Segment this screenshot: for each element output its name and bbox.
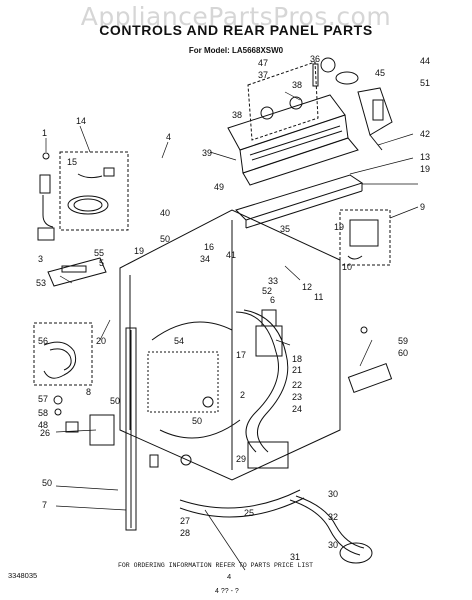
callout-label: 16 xyxy=(204,242,214,252)
callout-label: 27 xyxy=(180,516,190,526)
callout-label: 40 xyxy=(160,208,170,218)
water-valve xyxy=(247,309,289,469)
callout-label: 38 xyxy=(292,80,302,90)
callout-label: 30 xyxy=(328,540,338,550)
fill-hose-box xyxy=(33,322,93,386)
callout-label: 42 xyxy=(420,129,430,139)
callout-label: 36 xyxy=(310,54,320,64)
callout-label: 1 xyxy=(42,128,47,138)
callout-label: 31 xyxy=(290,552,300,562)
callout-label: 33 xyxy=(268,276,278,286)
callout-label: 29 xyxy=(236,454,246,464)
callout-label: 26 xyxy=(40,428,50,438)
switch-bracket xyxy=(357,87,393,151)
callout-label: 19 xyxy=(134,246,144,256)
callout-label: 4 xyxy=(166,132,171,142)
callout-label: 12 xyxy=(302,282,312,292)
rear-panel xyxy=(119,209,341,481)
leader-lines xyxy=(45,91,419,571)
callout-label: 28 xyxy=(180,528,190,538)
callout-label: 21 xyxy=(292,365,302,375)
misc-parts xyxy=(53,326,393,446)
callout-label: 58 xyxy=(38,408,48,418)
callout-label: 48 xyxy=(38,420,48,430)
callout-label: 19 xyxy=(334,222,344,232)
callout-label: 41 xyxy=(226,250,236,260)
side-strap xyxy=(125,327,137,531)
callout-label: 35 xyxy=(280,224,290,234)
callout-label: 50 xyxy=(160,234,170,244)
callout-label: 32 xyxy=(328,512,338,522)
callout-label: 6 xyxy=(270,295,275,305)
callout-label: 14 xyxy=(76,116,86,126)
callout-label: 45 xyxy=(375,68,385,78)
callout-label: 11 xyxy=(314,292,323,302)
callout-label: 57 xyxy=(38,394,48,404)
callout-label: 18 xyxy=(292,354,302,364)
control-console xyxy=(227,94,364,229)
callout-label: 3 xyxy=(38,254,43,264)
callout-label: 25 xyxy=(244,508,254,518)
knob-detail-box xyxy=(247,57,359,141)
diagram-title: CONTROLS AND REAR PANEL PARTS xyxy=(99,22,373,38)
callout-label: 50 xyxy=(110,396,120,406)
callout-label: 9 xyxy=(420,202,425,212)
callout-label: 53 xyxy=(36,278,46,288)
hoses xyxy=(179,309,373,564)
callout-label: 47 xyxy=(258,58,268,68)
callout-label: 49 xyxy=(214,182,224,192)
callout-label: 30 xyxy=(328,489,338,499)
callout-label: 50 xyxy=(42,478,52,488)
callout-label: 51 xyxy=(420,78,430,88)
callout-label: 10 xyxy=(342,262,352,272)
callout-label: 54 xyxy=(174,336,184,346)
page-number: 4 xyxy=(227,572,232,581)
callout-label: 19 xyxy=(420,164,430,174)
callout-label: 17 xyxy=(236,350,246,360)
model-line: For Model: LA5668XSW0 xyxy=(188,46,284,55)
callout-label: 37 xyxy=(258,70,268,80)
callout-label: 20 xyxy=(96,336,106,346)
revision-mark: 4 ?? - ? xyxy=(215,588,239,595)
callout-label: 23 xyxy=(292,392,302,402)
callout-label: 7 xyxy=(42,500,47,510)
callout-label: 15 xyxy=(67,157,77,167)
callout-label: 50 xyxy=(192,416,202,426)
callout-label: 59 xyxy=(398,336,408,346)
timer-detail-box xyxy=(339,209,391,266)
callout-label: 2 xyxy=(240,390,245,400)
power-cord-box xyxy=(59,151,129,231)
watermark: AppliancePartsPros.com xyxy=(80,2,392,31)
callout-label: 44 xyxy=(420,56,430,66)
callout-label: 52 xyxy=(262,286,272,296)
callout-labels: 1 2 3 4 5 6 7 8 9 10 11 12 13 14 15 16 1… xyxy=(36,54,430,562)
callout-label: 13 xyxy=(420,152,430,162)
callout-label: 55 xyxy=(94,248,104,258)
ordering-note: FOR ORDERING INFORMATION REFER TO PARTS … xyxy=(118,562,314,569)
callout-label: 5 xyxy=(99,258,104,268)
callout-label: 22 xyxy=(292,380,302,390)
callout-label: 60 xyxy=(398,348,408,358)
left-fittings xyxy=(37,152,107,287)
callout-label: 56 xyxy=(38,336,48,346)
callout-label: 38 xyxy=(232,110,242,120)
callout-label: 8 xyxy=(86,387,91,397)
document-number: 3348035 xyxy=(8,571,38,580)
callout-label: 39 xyxy=(202,148,212,158)
callout-label: 24 xyxy=(292,404,302,414)
callout-label: 34 xyxy=(200,254,210,264)
